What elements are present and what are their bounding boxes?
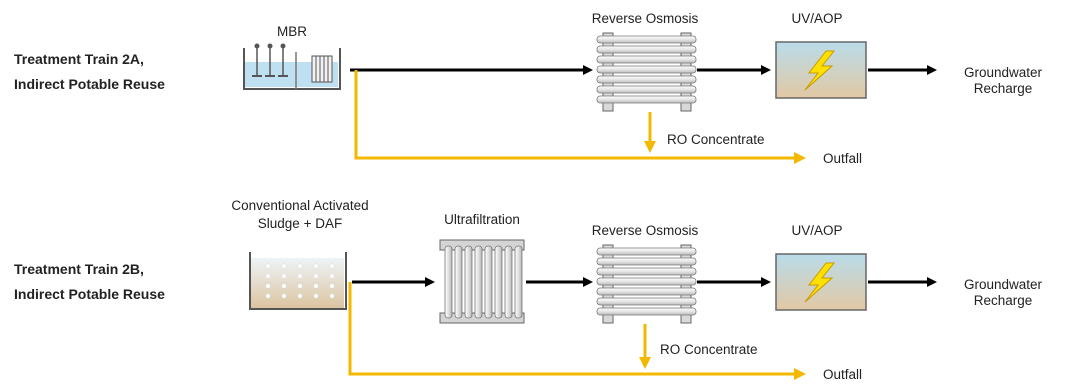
outfall-label-2a: Outfall xyxy=(823,151,862,166)
uv-2b-label: UV/AOP xyxy=(791,223,842,238)
train-2a-label-line1: Treatment Train 2A, xyxy=(14,51,144,67)
ro-concentrate-label-2a: RO Concentrate xyxy=(667,132,765,147)
groundwater-label-2a: Groundwater xyxy=(964,65,1043,80)
ro-membrane-icon-2a xyxy=(596,32,697,112)
uf-label: Ultrafiltration xyxy=(444,212,520,227)
train-2a: Treatment Train 2A, Indirect Potable Reu… xyxy=(14,11,1043,166)
uv-2a-label: UV/AOP xyxy=(791,11,842,26)
ro-2a-label: Reverse Osmosis xyxy=(592,11,699,26)
train-2a-label-line2: Indirect Potable Reuse xyxy=(14,76,165,92)
uv-lightning-icon-2b xyxy=(775,253,867,311)
train-2b: Treatment Train 2B, Indirect Potable Reu… xyxy=(14,198,1043,382)
ro-membrane-icon-2b xyxy=(596,244,697,324)
train-2b-label-line2: Indirect Potable Reuse xyxy=(14,286,165,302)
uv-lightning-icon-2a xyxy=(775,41,867,99)
groundwater-label-2b: Groundwater xyxy=(964,277,1043,292)
bypass-to-outfall-2a xyxy=(354,70,806,164)
train-2b-label-line1: Treatment Train 2B, xyxy=(14,261,144,277)
ro-concentrate-label-2b: RO Concentrate xyxy=(660,342,758,357)
recharge-label-2b: Recharge xyxy=(974,293,1033,308)
ro-2b-label: Reverse Osmosis xyxy=(592,223,699,238)
cas-label-line1: Conventional Activated xyxy=(231,198,368,213)
uf-module-icon xyxy=(439,239,525,324)
bypass-to-outfall-2b xyxy=(348,282,806,380)
recharge-label-2a: Recharge xyxy=(974,81,1033,96)
mbr-label: MBR xyxy=(277,24,307,39)
mbr-tank-icon xyxy=(243,43,341,90)
cas-daf-tank-icon xyxy=(249,252,347,310)
cas-label-line2: Sludge + DAF xyxy=(258,216,342,231)
outfall-label-2b: Outfall xyxy=(823,367,862,382)
air-bubbles xyxy=(265,263,335,299)
